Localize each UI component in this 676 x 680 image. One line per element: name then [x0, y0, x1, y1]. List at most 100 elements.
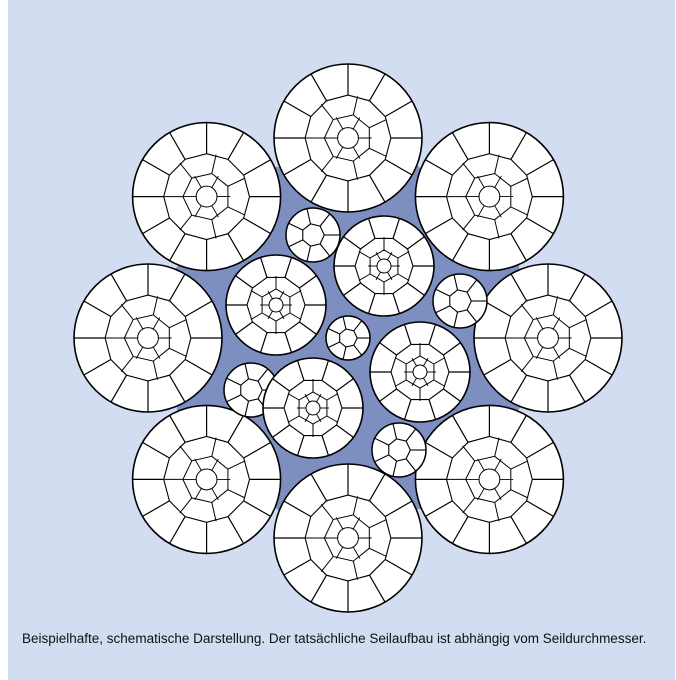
inner-wire-ring [405, 355, 435, 389]
middle-wire-divider [433, 379, 446, 387]
middle-wire-divider [369, 547, 387, 558]
outer-wire-divider [424, 441, 453, 459]
outer-wire-divider [243, 159, 271, 176]
core-wire [305, 400, 321, 416]
middle-wire-divider [358, 251, 371, 259]
outer-strand [473, 263, 623, 413]
wire-divider [466, 279, 478, 293]
middle-wire-divider [250, 312, 263, 320]
outer-wire-divider [451, 414, 469, 443]
wire-divider [288, 222, 304, 231]
middle-wire-divider [462, 497, 476, 514]
outer-wire-divider [368, 473, 386, 502]
outer-wire-divider [321, 360, 330, 381]
middle-wire-divider [289, 312, 302, 320]
outer-wire-divider [526, 159, 554, 176]
middle-wire-divider [494, 154, 500, 174]
filler-strand [432, 273, 488, 329]
middle-wire-ring [246, 276, 306, 334]
wire-divider [244, 400, 250, 417]
wire-divider [453, 311, 459, 328]
middle-wire-divider [152, 360, 159, 380]
outer-wire-divider [336, 424, 354, 438]
middle-wire-divider [211, 154, 217, 174]
outer-wire-divider [283, 558, 312, 576]
outer-wire-divider [568, 374, 586, 403]
outer-wire-divider [510, 273, 528, 302]
wire-divider [306, 245, 312, 262]
outer-wire-divider [142, 159, 170, 176]
outer-wire-divider [425, 500, 453, 517]
middle-wire-divider [120, 356, 134, 372]
inner-strand [369, 321, 471, 423]
middle-wire-divider [394, 379, 407, 387]
outer-wire-divider [235, 275, 253, 289]
middle-wire-divider [569, 318, 587, 329]
outer-wire-divider [310, 574, 328, 603]
middle-wire-divider [369, 147, 387, 158]
middle-wire-divider [326, 393, 339, 401]
core-wire [537, 327, 559, 349]
outer-wire-divider [584, 358, 613, 376]
center-wire [449, 289, 472, 313]
outer-wire-divider [526, 500, 554, 517]
outer-wire-divider [443, 342, 461, 356]
inner-wire-ring [182, 172, 229, 221]
middle-wire-divider [510, 206, 529, 216]
wire-divider [288, 239, 304, 248]
outer-wire-divider [343, 236, 361, 250]
inner-wire-ring [123, 314, 170, 362]
outer-wire-divider [384, 500, 413, 518]
middle-wire-divider [250, 290, 263, 298]
wire-divider [327, 341, 340, 348]
wire-divider [453, 274, 459, 291]
outer-wire-divider [110, 273, 128, 302]
outer-wire-divider [343, 282, 361, 296]
wire-divider [466, 309, 478, 323]
wire-divider [405, 428, 417, 442]
wire-rope-cross-section [73, 63, 623, 613]
inner-wire-ring [261, 288, 291, 322]
outer-wire-divider [368, 574, 386, 603]
outer-wire-divider [310, 174, 328, 203]
middle-wire-divider [510, 489, 529, 499]
outer-wire-divider [451, 132, 469, 160]
middle-wire-divider [287, 415, 300, 423]
outer-wire-divider [428, 399, 437, 420]
outer-wire-divider [392, 218, 401, 239]
middle-wire-divider [494, 219, 500, 239]
outer-wire-divider [272, 378, 290, 392]
wire-divider [257, 368, 269, 382]
outer-wire-divider [403, 399, 412, 420]
outer-wire-divider [283, 100, 312, 118]
outer-wire-divider [384, 558, 413, 576]
middle-wire-divider [227, 177, 246, 187]
middle-wire-divider [227, 489, 246, 499]
outer-wire-divider [403, 324, 412, 345]
middle-wire-divider [552, 360, 559, 380]
outer-wire-divider [283, 158, 312, 176]
outer-wire-divider [384, 158, 413, 176]
center-wire [302, 223, 325, 247]
outer-wire-divider [443, 388, 461, 402]
inner-wire-ring [182, 455, 229, 504]
middle-wire-divider [227, 460, 246, 470]
middle-wire-divider [179, 162, 193, 179]
middle-wire-divider [369, 118, 387, 129]
outer-wire-divider [526, 217, 554, 235]
wire-divider [327, 328, 340, 335]
middle-wire-divider [211, 437, 217, 457]
outer-wire-divider [272, 424, 290, 438]
wire-divider [435, 305, 451, 314]
outer-strand [414, 121, 565, 272]
core-wire [478, 468, 501, 491]
middle-wire-divider [320, 156, 334, 172]
core-wire [195, 468, 218, 491]
outer-wire-divider [259, 332, 268, 353]
middle-wire-divider [326, 415, 339, 423]
middle-wire-divider [552, 296, 559, 316]
middle-wire-divider [352, 496, 359, 516]
outer-wire-divider [296, 360, 305, 381]
outer-strand [273, 463, 423, 613]
outer-wire-divider [243, 500, 271, 517]
